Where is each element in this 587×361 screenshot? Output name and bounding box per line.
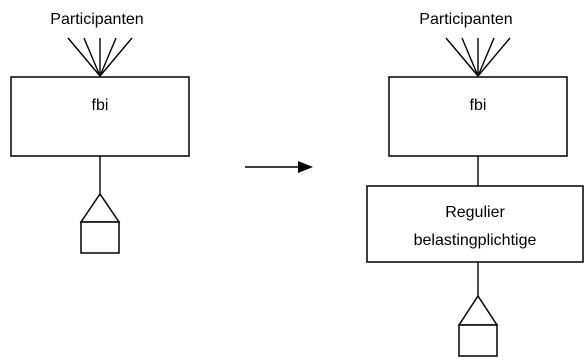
- left-participants-fan-icon: [67, 37, 133, 77]
- left-fbi-box: [10, 76, 190, 157]
- left-participants-label: Participanten: [50, 11, 143, 28]
- right-fbi-box-label: fbi: [470, 97, 487, 114]
- transition-arrow: [245, 161, 313, 173]
- right-participants-fan-icon: [445, 37, 511, 77]
- right-diagram: Participanten fbi Regulier belastingplic…: [366, 11, 584, 357]
- right-regular-taxpayer-label-line2: belastingplichtige: [414, 232, 537, 249]
- right-regular-taxpayer-label-line1: Regulier: [445, 204, 505, 221]
- right-house-icon: [457, 294, 499, 357]
- left-house-icon: [79, 192, 121, 254]
- right-regular-taxpayer-box: [366, 185, 584, 263]
- arrow-head-icon: [298, 161, 313, 173]
- right-participants-label: Participanten: [419, 11, 512, 28]
- left-fbi-box-label: fbi: [92, 97, 109, 114]
- left-diagram: Participanten fbi: [10, 11, 190, 254]
- right-fbi-box: [388, 76, 568, 157]
